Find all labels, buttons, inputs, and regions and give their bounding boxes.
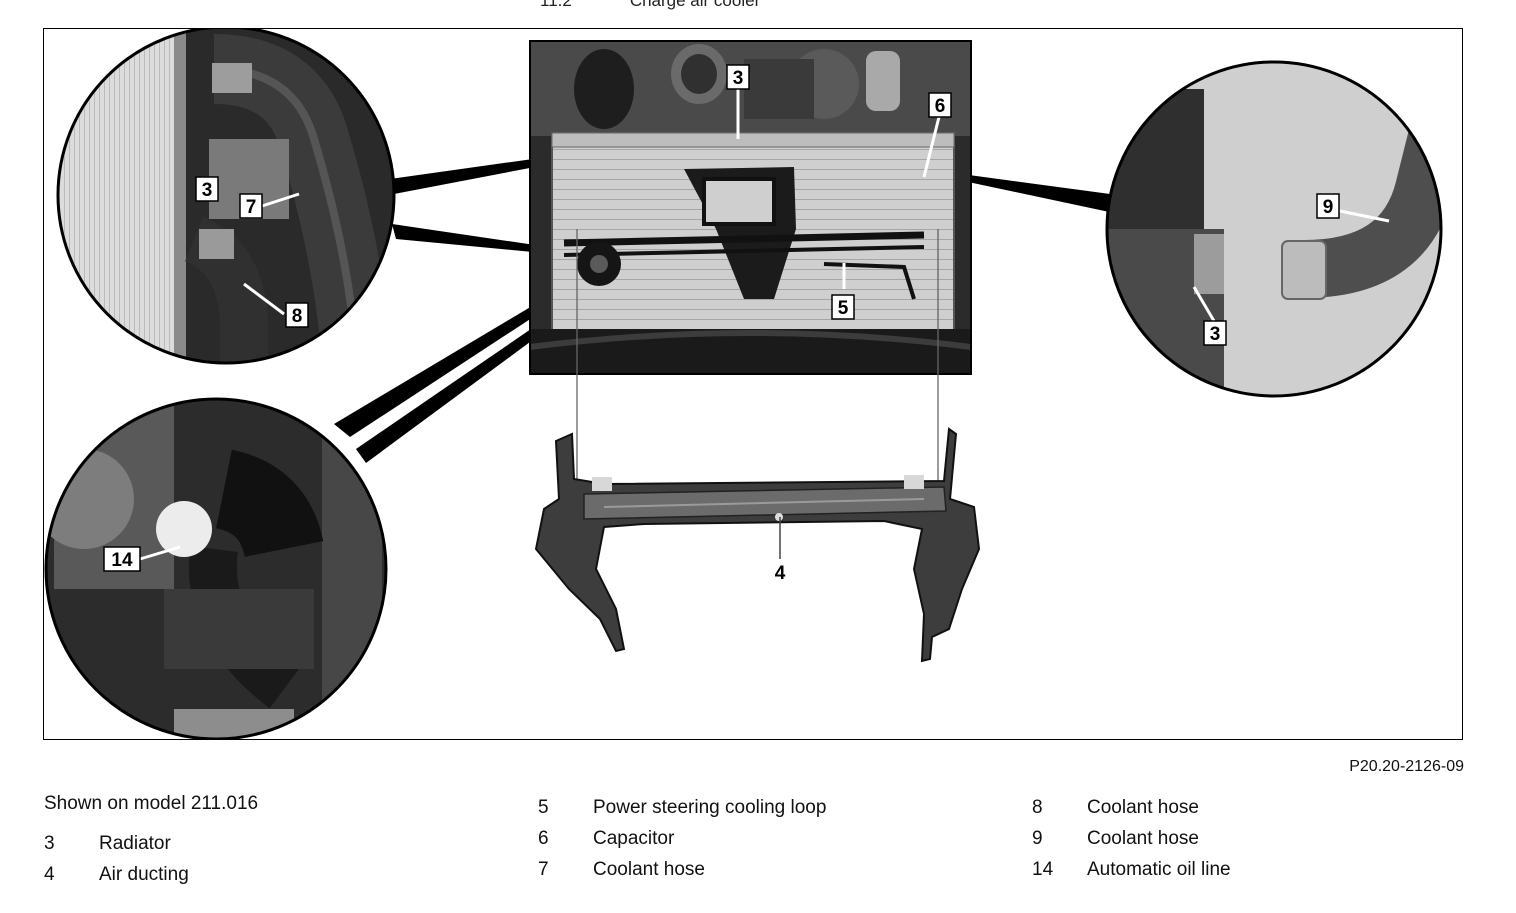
inset-hoses-7-8: [56, 29, 396, 365]
figure-frame: 3 6 5 4 3 7 8 14 9: [43, 28, 1463, 740]
exploded-diagram: 3 6 5 4 3 7 8 14 9: [44, 29, 1443, 739]
section-header: 11.2 Charge air cooler: [540, 0, 818, 11]
legend-item: 9 Coolant hose: [1032, 823, 1231, 854]
callout-inset-radiator-left: 3: [202, 180, 213, 201]
legend-column-2: 5 Power steering cooling loop 6 Capacito…: [538, 792, 826, 885]
legend-item: 14 Automatic oil line: [1032, 854, 1231, 885]
legend-label: Automatic oil line: [1087, 859, 1231, 880]
inset-hose-9: [1105, 60, 1443, 398]
shown-on-model: Shown on model 211.016: [44, 793, 259, 814]
legend-item: 8 Coolant hose: [1032, 792, 1231, 823]
callout-capacitor: 6: [935, 96, 946, 117]
legend-item: 4 Air ducting: [44, 859, 189, 890]
callout-inset-hose-9: 9: [1323, 197, 1334, 218]
legend-label: Radiator: [99, 833, 171, 854]
callout-inset-oil-line: 14: [111, 550, 133, 571]
legend-item: 6 Capacitor: [538, 823, 826, 854]
leader-lines: [334, 156, 1114, 463]
main-radiator-photo: [530, 41, 971, 374]
legend-item: 5 Power steering cooling loop: [538, 792, 826, 823]
callout-inset-hose-8: 8: [292, 306, 303, 327]
section-number: 11.2: [540, 0, 572, 10]
air-ducting-part: [534, 427, 981, 663]
callout-steering-loop: 5: [838, 298, 849, 319]
legend-number: 7: [538, 859, 549, 880]
legend-column-3: 8 Coolant hose 9 Coolant hose 14 Automat…: [1032, 792, 1231, 885]
callout-radiator-top: 3: [733, 68, 744, 89]
legend-number: 4: [44, 864, 55, 885]
legend-item: 7 Coolant hose: [538, 854, 826, 885]
main-photo-border: [529, 40, 972, 375]
legend-number: 14: [1032, 859, 1054, 880]
legend-label: Air ducting: [99, 864, 189, 885]
legend-label: Capacitor: [593, 828, 675, 849]
legend-number: 6: [538, 828, 549, 849]
alignment-lines: [576, 229, 939, 484]
legend-number: 5: [538, 797, 549, 818]
callout-air-ducting: 4: [775, 563, 786, 584]
callouts: 3 6 5 4 3 7 8 14 9: [103, 64, 1390, 584]
callout-inset-hose-7: 7: [246, 197, 257, 218]
legend-number: 3: [44, 833, 55, 854]
figure-id: P20.20-2126-09: [1349, 758, 1464, 775]
callout-inset-radiator-right: 3: [1210, 324, 1221, 345]
legend-item: 3 Radiator: [44, 828, 189, 859]
legend-number: 8: [1032, 797, 1043, 818]
legend-label: Coolant hose: [1087, 828, 1199, 849]
section-title: Charge air cooler: [629, 0, 761, 10]
legend-label: Coolant hose: [1087, 797, 1199, 818]
legend-column-1: 3 Radiator 4 Air ducting: [44, 828, 189, 890]
legend-label: Power steering cooling loop: [593, 797, 827, 818]
legend-label: Coolant hose: [593, 859, 705, 880]
legend-number: 9: [1032, 828, 1043, 849]
inset-oil-line-14: [44, 397, 388, 739]
